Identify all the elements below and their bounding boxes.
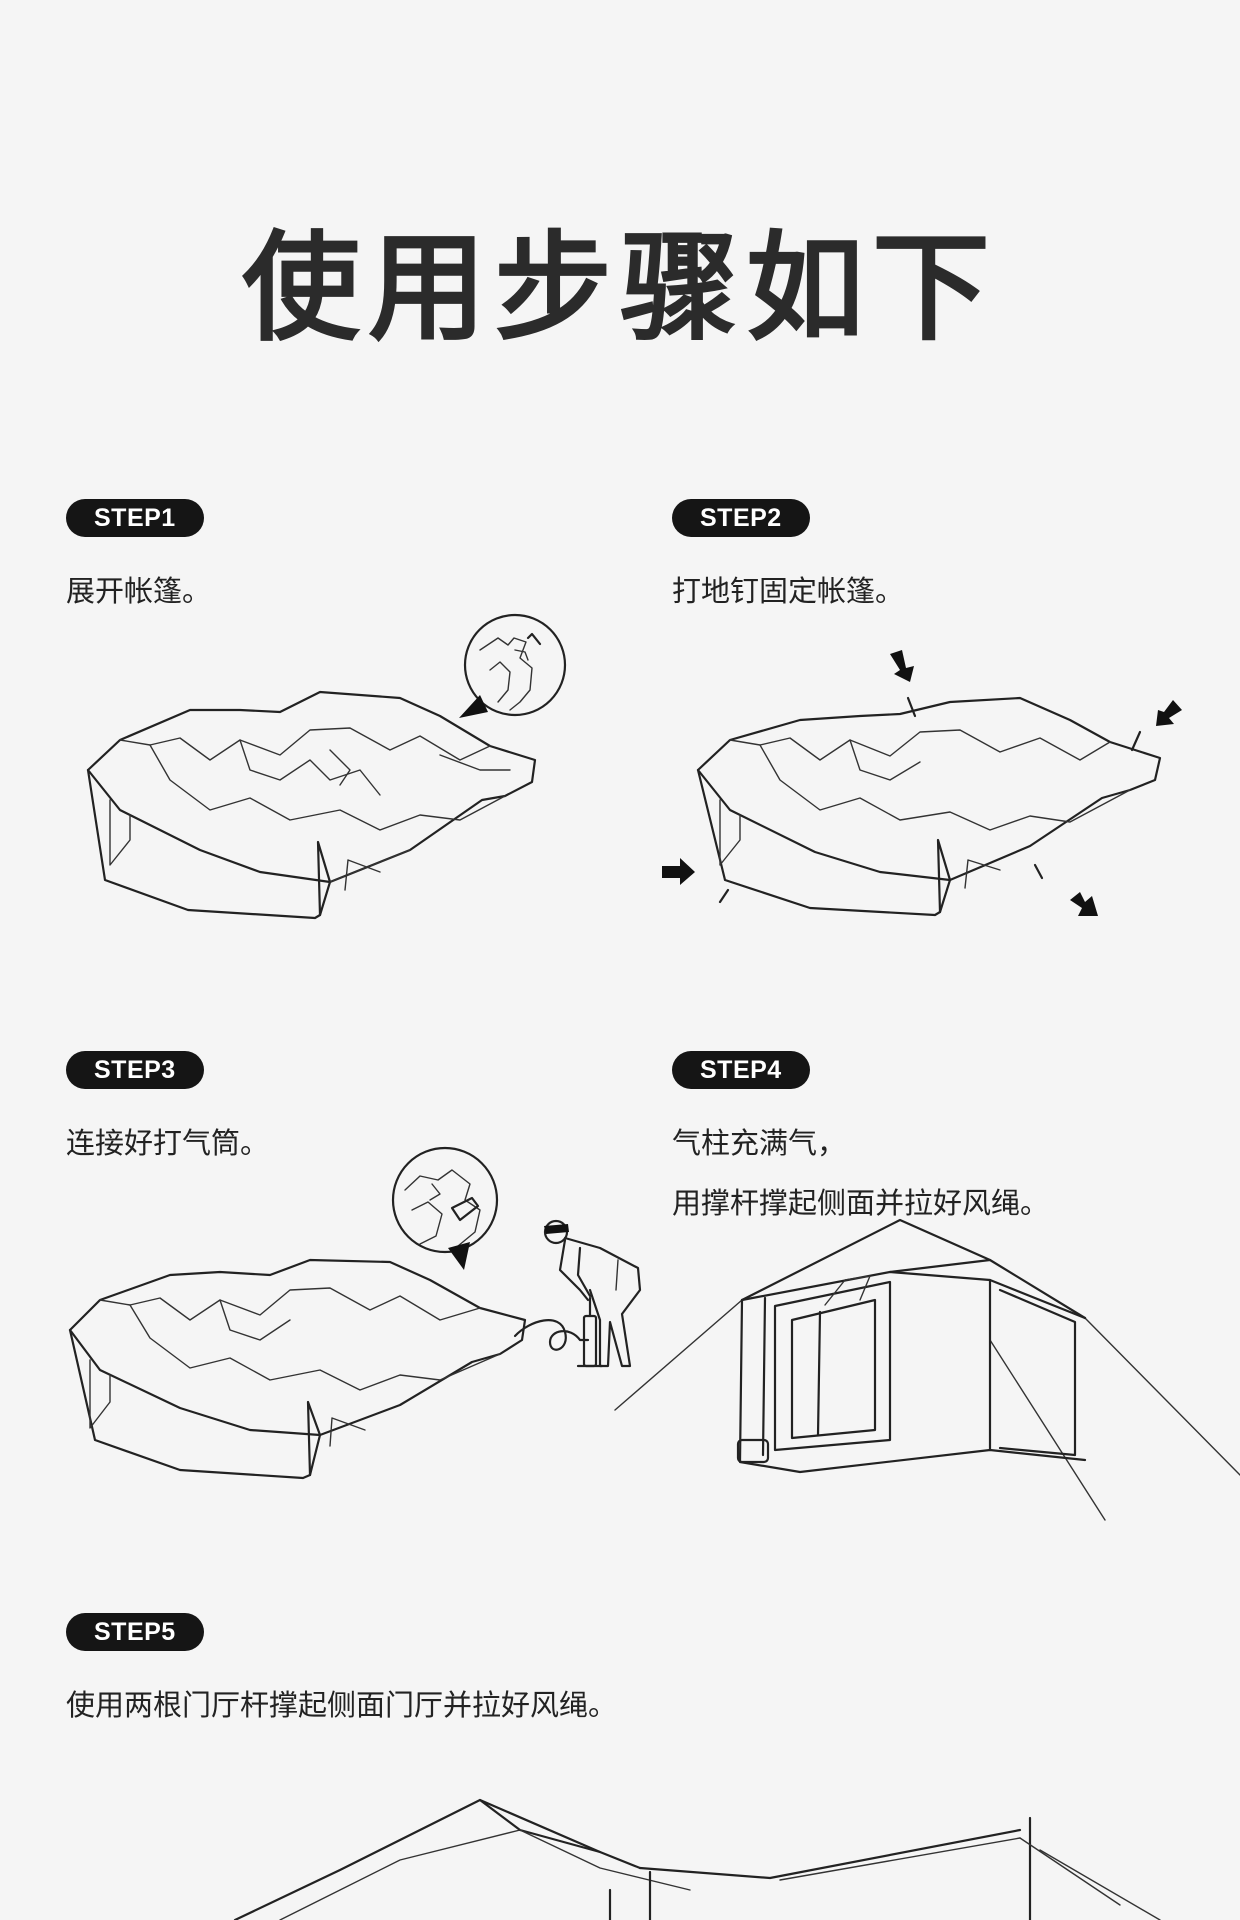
step-3-badge: STEP3 — [66, 1051, 204, 1089]
inflated-tent-drawing — [615, 1220, 1240, 1520]
step-2-badge: STEP2 — [672, 499, 810, 537]
person-pumping-drawing — [544, 1221, 640, 1366]
step-4-illustration — [600, 1210, 1240, 1540]
arrow-icon — [662, 858, 695, 885]
step-4-header: STEP4 气柱充满气， 用撑杆撑起侧面并拉好风绳。 — [672, 1051, 1049, 1233]
step-1-illustration — [80, 610, 580, 930]
arrow-icon — [1156, 700, 1182, 726]
arrow-icon — [890, 650, 914, 682]
step-2-text: 打地钉固定帐篷。 — [672, 574, 905, 608]
step-1-header: STEP1 展开帐篷。 — [66, 499, 211, 621]
step-1-badge: STEP1 — [66, 499, 204, 537]
step-3-text: 连接好打气筒。 — [66, 1126, 270, 1160]
step-4-text-line-2: 用撑杆撑起侧面并拉好风绳。 — [672, 1186, 1050, 1220]
tent-with-vestibule-drawing — [235, 1800, 1160, 1920]
step-2-header: STEP2 打地钉固定帐篷。 — [672, 499, 904, 621]
step-5-text: 使用两根门厅杆撑起侧面门厅并拉好风绳。 — [66, 1688, 618, 1722]
step-3-header: STEP3 连接好打气筒。 — [66, 1051, 269, 1173]
flat-tent-drawing — [88, 692, 535, 918]
staked-tent-drawing — [698, 698, 1160, 915]
step-4-text-line-1: 气柱充满气， — [672, 1126, 847, 1160]
flat-tent-drawing — [70, 1260, 525, 1478]
step-3-illustration — [60, 1140, 660, 1500]
page-title: 使用步骤如下 — [241, 219, 998, 357]
arrow-icon — [1070, 892, 1098, 916]
pump-hose-drawing — [515, 1298, 602, 1366]
step-5-badge: STEP5 — [66, 1613, 204, 1651]
step-1-text: 展开帐篷。 — [66, 574, 212, 608]
step-2-illustration — [662, 650, 1182, 940]
zoom-detail-icon — [459, 615, 565, 718]
step-4-badge: STEP4 — [672, 1051, 810, 1089]
step-5-header: STEP5 使用两根门厅杆撑起侧面门厅并拉好风绳。 — [66, 1613, 617, 1735]
zoom-detail-icon — [393, 1148, 497, 1270]
step-4-text: 气柱充满气， 用撑杆撑起侧面并拉好风绳。 — [672, 1113, 1049, 1233]
step-5-illustration — [220, 1790, 1180, 1920]
